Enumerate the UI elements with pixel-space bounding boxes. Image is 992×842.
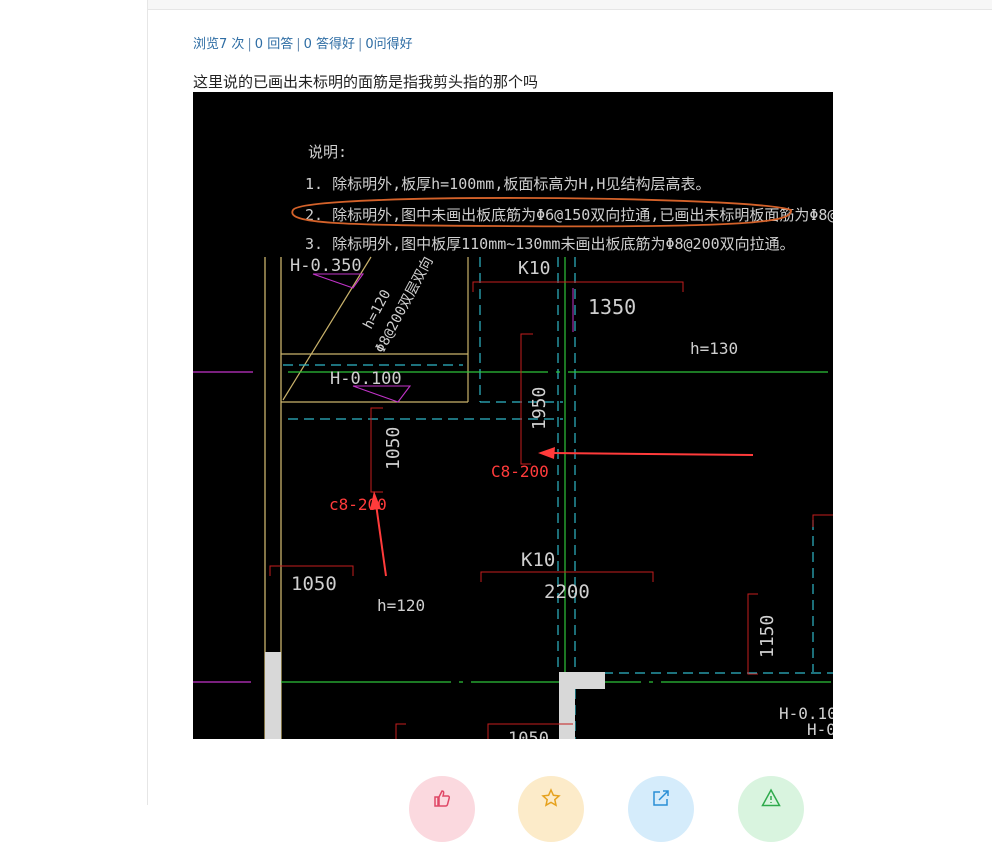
dimension-line — [812, 514, 833, 527]
label-dimension-vertical: 1150 — [757, 615, 778, 658]
good-answers-count[interactable]: 0 答得好 — [303, 37, 355, 52]
views-count[interactable]: 浏览7 次 — [193, 37, 245, 52]
annotation-arrowhead — [370, 491, 381, 510]
question-stats: 浏览7 次|0 回答|0 答得好|0问得好 — [193, 33, 413, 52]
column-block — [265, 652, 281, 739]
like-button[interactable] — [409, 776, 475, 842]
label-slab-thickness: h=130 — [690, 339, 738, 358]
dimension-line — [487, 723, 573, 739]
dimension-line — [480, 571, 654, 582]
share-button[interactable] — [628, 776, 694, 842]
warning-icon — [761, 788, 781, 807]
good-question-count[interactable]: 0问得好 — [365, 37, 413, 52]
note-1: 1. 除标明外,板厚h=100mm,板面标高为H,H见结构层高表。 — [305, 175, 710, 193]
diagonal-line — [282, 256, 372, 401]
note-3: 3. 除标明外,图中板厚110mm~130mm未画出板底筋为Φ8@200双向拉通… — [305, 235, 795, 253]
dimension-line — [395, 723, 406, 739]
label-dimension: 1350 — [588, 295, 636, 319]
label-beam: K10 — [518, 258, 551, 279]
label-beam: K10 — [521, 549, 555, 571]
thumbs-up-icon — [434, 790, 451, 807]
stats-separator: | — [247, 37, 252, 52]
dimension-line — [370, 407, 383, 493]
dimension-line — [472, 281, 684, 292]
elevation-marker — [312, 273, 365, 289]
cad-drawing-svg: 说明: 1. 除标明外,板厚h=100mm,板面标高为H,H见结构层高表。 2.… — [193, 143, 833, 739]
label-dimension-vertical: 1950 — [529, 387, 550, 430]
label-dimension: 2200 — [544, 581, 590, 603]
answers-count[interactable]: 0 回答 — [254, 37, 294, 52]
stats-separator: | — [296, 37, 301, 52]
elevation-marker — [352, 385, 412, 403]
star-icon — [541, 788, 561, 807]
share-icon — [653, 790, 669, 806]
annotation-arrow-line — [550, 452, 754, 456]
question-text: 这里说的已画出未标明的面筋是指我剪头指的那个吗 — [193, 73, 539, 91]
note-2: 2. 除标明外,图中未画出板底筋为Φ6@150双向拉通,已画出未标明板面筋为Φ8… — [305, 206, 833, 224]
label-slab-thickness: h=120 — [377, 596, 425, 615]
annotation-arrowhead — [538, 447, 555, 459]
notes-title: 说明: — [308, 143, 347, 161]
dimension-line — [747, 593, 758, 675]
top-divider — [148, 9, 992, 10]
highlight-ellipse — [291, 197, 792, 228]
cad-drawing-image[interactable]: 说明: 1. 除标明外,板厚h=100mm,板面标高为H,H见结构层高表。 2.… — [193, 92, 833, 739]
annotation-arrow-line — [375, 503, 387, 577]
label-elevation: H-0.100 — [330, 369, 402, 389]
column-block — [559, 672, 605, 739]
label-dimension-vertical: 1050 — [383, 427, 404, 470]
report-button[interactable] — [738, 776, 804, 842]
annotation-rebar-right: C8-200 — [491, 462, 549, 481]
left-divider — [147, 0, 148, 805]
label-elevation: H-0 — [807, 720, 833, 739]
page-top-band — [148, 0, 992, 9]
label-dimension: 1050 — [291, 573, 337, 595]
dimension-line — [520, 333, 533, 465]
label-elevation: H-0.100 — [779, 704, 833, 723]
label-elevation: H-0.350 — [290, 256, 362, 276]
stats-separator: | — [358, 37, 363, 52]
dimension-line — [269, 565, 354, 576]
favorite-button[interactable] — [518, 776, 584, 842]
label-dimension: 1050 — [508, 729, 549, 739]
